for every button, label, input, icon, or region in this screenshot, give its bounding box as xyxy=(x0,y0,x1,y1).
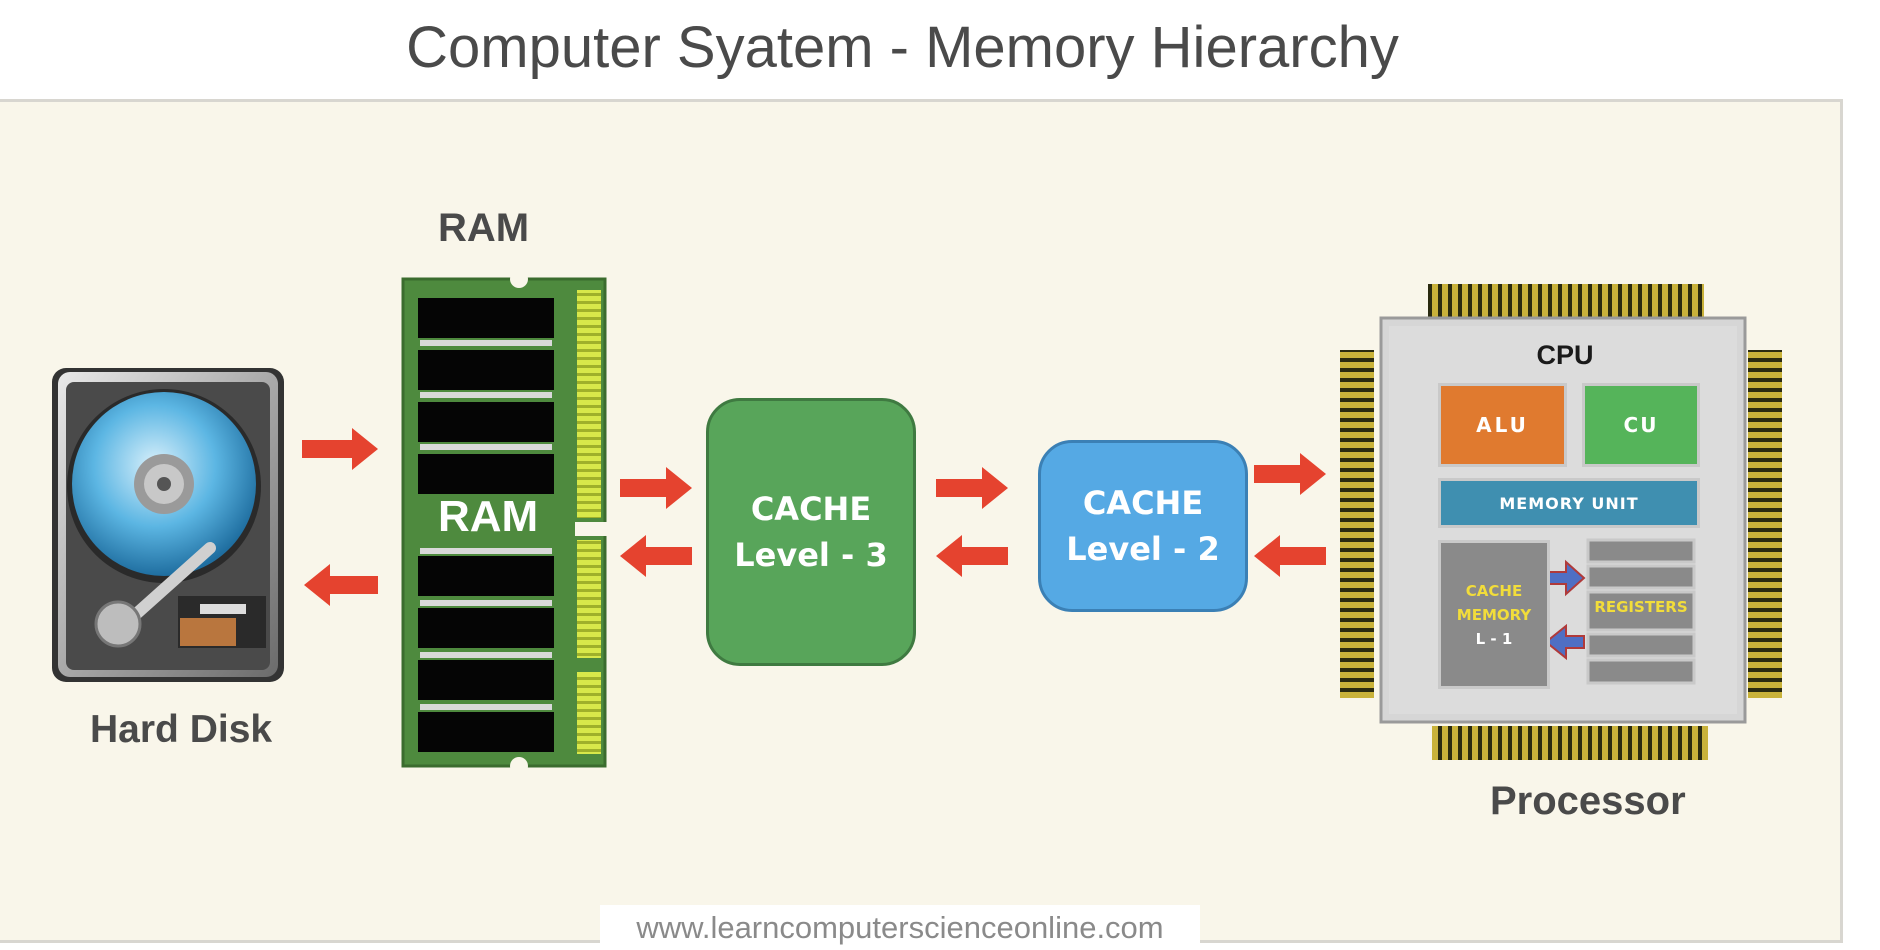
cache-level-2-line1: CACHE xyxy=(1082,483,1204,522)
ram-module-icon xyxy=(401,270,609,775)
cache-level-2-box: CACHE Level - 2 xyxy=(1038,440,1248,612)
ram-title-label: RAM xyxy=(438,206,530,250)
arrow-cache-l3-to-cache-l2 xyxy=(936,467,1008,509)
arrow-cache-l3-to-ram xyxy=(620,535,692,577)
cu-box: CU xyxy=(1582,383,1700,467)
arrow-cache-l2-to-cpu xyxy=(1254,453,1326,495)
arrow-ram-to-cache-l3 xyxy=(620,467,692,509)
registers-label: REGISTERS xyxy=(1594,598,1688,616)
arrow-cpu-to-cache-l2 xyxy=(1254,535,1326,577)
diagram-title: Computer Syatem - Memory Hierarchy xyxy=(406,15,1399,80)
processor-label: Processor xyxy=(1490,779,1686,823)
alu-box: ALU xyxy=(1438,383,1567,467)
cache-memory-l1-box: CACHE MEMORY L - 1 xyxy=(1438,540,1550,689)
cpu-title: CPU xyxy=(1536,340,1594,370)
cache-level-3-line2: Level - 3 xyxy=(734,536,888,574)
memory-unit-box: MEMORY UNIT xyxy=(1438,478,1700,528)
cache-memory-line1: CACHE xyxy=(1465,581,1523,600)
cache-memory-line2: MEMORY xyxy=(1456,605,1532,624)
ram-module-label: RAM xyxy=(438,492,539,541)
hard-disk-label: Hard Disk xyxy=(90,708,273,751)
cache-level-3-line1: CACHE xyxy=(750,489,872,528)
arrow-hdd-to-ram xyxy=(302,428,378,470)
cache-level-3-box: CACHE Level - 3 xyxy=(706,398,916,666)
hard-disk-icon xyxy=(52,368,284,682)
cache-level-2-line2: Level - 2 xyxy=(1066,530,1220,568)
cache-memory-line3: L - 1 xyxy=(1475,629,1513,648)
website-watermark: www.learncomputerscienceonline.com xyxy=(600,905,1200,950)
arrow-ram-to-hdd xyxy=(304,564,378,606)
arrow-cache-l2-to-cache-l3 xyxy=(936,535,1008,577)
